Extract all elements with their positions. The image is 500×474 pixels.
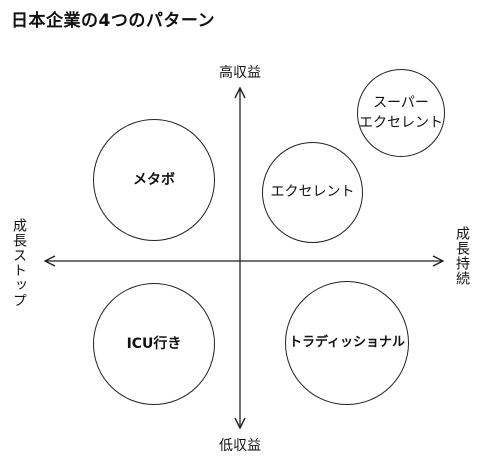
quadrant-circle-icu: ICU行き	[93, 283, 215, 405]
quadrant-circle-super-excellent: スーパー エクセレント	[357, 69, 445, 157]
quadrant-label-excellent: エクセレント	[270, 184, 355, 201]
quadrant-label-super-excellent: スーパー エクセレント	[359, 94, 443, 131]
quadrant-circle-traditional: トラディッショナル	[285, 281, 409, 405]
quadrant-circle-excellent: エクセレント	[262, 142, 363, 243]
diagram-title: 日本企業の4つのパターン	[11, 11, 215, 31]
quadrant-label-icu: ICU行き	[126, 335, 182, 352]
quadrant-label-metabo: メタボ	[133, 171, 175, 188]
axis-label-left: 成長ストップ	[11, 218, 27, 308]
axis-label-bottom: 低収益	[219, 438, 261, 454]
axis-label-top: 高収益	[219, 65, 261, 81]
quadrant-label-traditional: トラディッショナル	[288, 334, 406, 350]
axis-label-right: 成長持続	[454, 226, 470, 286]
quadrant-circle-metabo: メタボ	[93, 119, 215, 241]
